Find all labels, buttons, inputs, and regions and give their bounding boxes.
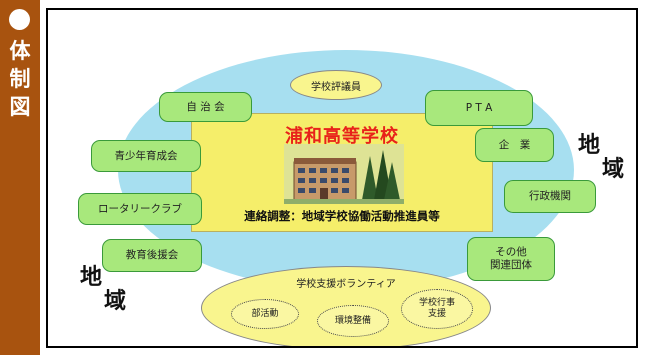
node-neighborhood-association: 自 治 会 — [159, 92, 252, 122]
school-box: 浦和高等学校 連絡調整：地域学校協働活動推進員等 — [191, 113, 493, 232]
node-youth-association: 青少年育成会 — [91, 140, 201, 172]
node-other-organizations: その他 関連団体 — [467, 237, 555, 281]
node-government-agencies: 行政機関 — [504, 180, 596, 213]
sidebar: 体 制 図 — [0, 0, 40, 355]
volunteer-environment: 環境整備 — [317, 305, 389, 337]
sidebar-char: 制 — [9, 67, 31, 91]
school-building-icon — [284, 144, 404, 204]
node-pta: P T A — [425, 90, 533, 126]
node-education-supporters: 教育後援会 — [102, 239, 202, 272]
node-rotary-club: ロータリークラブ — [78, 193, 202, 225]
node-companies: 企 業 — [475, 128, 554, 162]
sidebar-char: 体 — [9, 39, 31, 63]
region-label-left-top: 地 — [80, 265, 103, 290]
school-name: 浦和高等学校 — [285, 126, 399, 147]
sidebar-title: 体 制 図 — [0, 37, 40, 121]
volunteer-school-events: 学校行事 支援 — [401, 289, 473, 329]
node-school-councilors: 学校評議員 — [290, 70, 382, 100]
region-label-right-bottom: 域 — [602, 157, 625, 182]
region-label-left-bottom: 域 — [104, 289, 127, 314]
bullet-icon — [9, 9, 30, 30]
coordinator-label: 連絡調整：地域学校協働活動推進員等 — [244, 209, 440, 223]
volunteer-oval: 学校支援ボランティア 部活動 環境整備 学校行事 支援 — [201, 266, 491, 346]
diagram-frame: 浦和高等学校 連絡調整：地域学校協働活動推進員等 学校評議員 自 治 会 P T… — [46, 8, 638, 348]
sidebar-char: 図 — [9, 95, 31, 119]
region-label-right-top: 地 — [578, 133, 601, 158]
volunteer-club-activities: 部活動 — [231, 299, 299, 329]
volunteer-title: 学校支援ボランティア — [296, 279, 396, 290]
